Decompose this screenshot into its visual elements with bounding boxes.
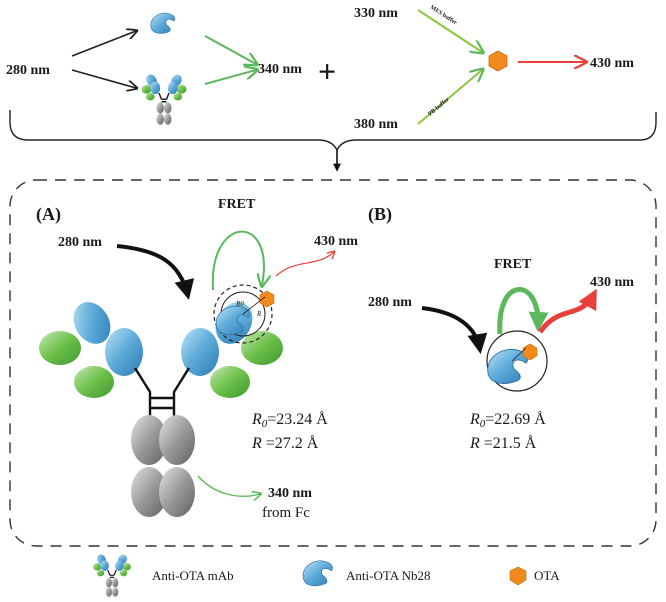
top-excitation-label: 280 nm: [6, 63, 50, 78]
top-pb-excitation-label: 380 nm: [354, 117, 398, 132]
arrow-mes: [417, 9, 482, 52]
panel-a-fret-label: FRET: [218, 197, 256, 212]
top-donor-emission-label: 340 nm: [258, 62, 302, 77]
panel-a-excitation-arrow: [116, 244, 195, 300]
left-vl-domain: [39, 331, 81, 365]
right-ch1-domain: [181, 328, 219, 376]
top-ota-emission-label: 430 nm: [590, 56, 634, 71]
panel-a-fc-from-label: from Fc: [262, 505, 310, 521]
nanobody-icon-top: [150, 12, 176, 34]
arrow-pb: [417, 70, 482, 125]
legend-mab-label: Anti-OTA mAb: [152, 568, 234, 583]
panel-b-r0-arrow: [511, 347, 527, 362]
panel-a-fret-arc: [211, 230, 264, 291]
right-cl-domain: [210, 366, 250, 398]
panel-b-r0-equation: R0=22.69 Å: [469, 410, 546, 430]
top-scheme: 280 nm 340 nm + 330 nm 380 nm MES buffer…: [6, 5, 657, 172]
pb-buffer-label: PB buffer: [427, 97, 450, 118]
plus-sign: +: [318, 53, 336, 89]
panel-b-r-equation: R =21.5 Å: [469, 434, 537, 452]
panel-a-circle-r-label: R: [256, 310, 262, 318]
left-ch1-domain: [105, 328, 143, 376]
legend-nb-icon: [302, 560, 333, 587]
legend-mab-icon: [92, 552, 132, 598]
summary-brace: [9, 110, 657, 152]
antibody-icon-top: [140, 71, 188, 126]
legend-nb-label: Anti-OTA Nb28: [346, 568, 431, 583]
panel-a-label: (A): [36, 204, 61, 225]
panel-a-r0-equation: R0=23.24 Å: [251, 410, 328, 430]
panel-b-emission-arrow: [537, 288, 597, 334]
arrow-280-to-nb: [71, 31, 136, 57]
arrow-280-to-mab: [71, 69, 136, 88]
panel-b-excitation-arrow: [421, 306, 488, 354]
arrow-nb-to-340: [204, 35, 256, 64]
panel-a-excitation-label: 280 nm: [58, 235, 102, 250]
panel-b-label: (B): [368, 204, 392, 225]
ota-hexagon-top: [488, 50, 508, 72]
panel-b-excitation-label: 280 nm: [368, 295, 412, 310]
panel-a-r-equation: R =27.2 Å: [251, 434, 319, 452]
panel-b-fret-arc: [497, 287, 549, 335]
panel-b-fret-label: FRET: [494, 257, 532, 272]
panel-b-nanobody-icon: [487, 348, 529, 384]
panel-b-r0-circle: [486, 330, 548, 392]
panel-a-r0-circle: [213, 284, 273, 344]
panel-b-emission-label: 430 nm: [590, 275, 634, 290]
panel-a-emission-arrow: [275, 252, 334, 277]
panel-a-r0-arrow: [242, 296, 266, 315]
right-vl-domain: [241, 331, 283, 365]
legend-ota-icon: [509, 566, 527, 586]
mes-buffer-label: MES buffer: [429, 5, 458, 27]
arrow-mab-to-340: [204, 70, 256, 85]
panel-a: (A) FRET 280 nm 430 nm: [36, 197, 358, 521]
legend-ota-label: OTA: [534, 568, 560, 583]
panel-a-fc-emission-arrow: [197, 475, 260, 496]
fc-domain-3: [131, 467, 167, 517]
legend: Anti-OTA mAb Anti-OTA Nb28 OTA: [92, 552, 560, 598]
panel-a-fc-nm-label: 340 nm: [268, 486, 312, 501]
top-mes-excitation-label: 330 nm: [354, 6, 398, 21]
hinge-lines: [133, 367, 191, 420]
panel-a-ota-icon: [259, 290, 275, 308]
fc-domain-1: [131, 415, 167, 465]
panel-b: (B) FRET 280 nm 430 nm R0=22.69 Å R =21.…: [368, 204, 634, 452]
panel-a-circle-r0-label: R0: [235, 300, 244, 308]
panel-a-emission-label: 430 nm: [314, 234, 358, 249]
left-vh-domain: [73, 302, 111, 344]
fc-domain-4: [159, 467, 195, 517]
panel-b-ota-icon: [522, 343, 538, 361]
fc-domain-2: [159, 415, 195, 465]
antibody-structure: [39, 302, 283, 517]
left-cl-domain: [74, 366, 114, 398]
